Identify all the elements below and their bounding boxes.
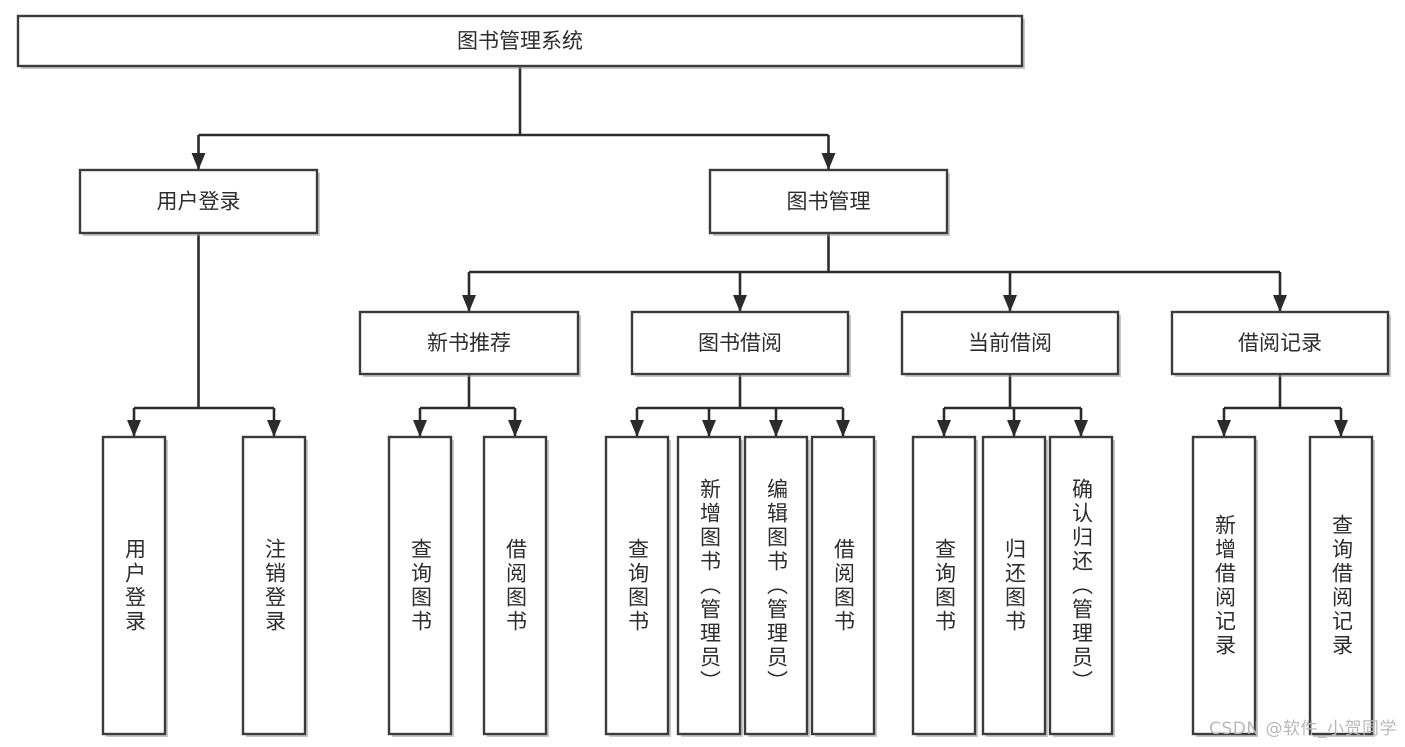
root-arrowhead-0 <box>191 153 206 170</box>
connector-layer <box>127 66 1348 437</box>
leaf-node-box-10[interactable] <box>1048 435 1114 736</box>
book-mgmt-arrowhead-1 <box>733 295 747 312</box>
new-book-arrowhead-0 <box>413 420 427 437</box>
watermark-text: CSDN @软件_小贺同学 <box>1209 719 1397 739</box>
level3-node-label-0: 新书推荐 <box>427 331 511 355</box>
leaf-node-box-5[interactable] <box>676 435 742 736</box>
level3-node-box-1[interactable] <box>630 310 850 376</box>
book-mgmt-arrowhead-2 <box>1003 295 1017 312</box>
level2-node-box-1[interactable] <box>708 168 949 235</box>
level3-node-box-3[interactable] <box>1170 310 1390 376</box>
level3-node-label-3: 借阅记录 <box>1238 331 1322 355</box>
user-login-arrowhead-0 <box>127 420 141 437</box>
user-login-arrowhead-1 <box>267 420 281 437</box>
leaf-node-box-0[interactable] <box>101 435 167 736</box>
leaf-node-box-6[interactable] <box>743 435 809 736</box>
current-borrow-arrowhead-2 <box>1074 420 1088 437</box>
leaf-node-box-2[interactable] <box>387 435 453 736</box>
book-borrow-arrowhead-0 <box>630 420 644 437</box>
leaf-node-box-8[interactable] <box>911 435 977 736</box>
current-borrow-arrowhead-1 <box>1007 420 1021 437</box>
leaf-node-box-7[interactable] <box>810 435 876 736</box>
level2-node-label-0: 用户登录 <box>157 190 241 214</box>
book-mgmt-arrowhead-0 <box>462 295 476 312</box>
leaf-node-box-11[interactable] <box>1191 435 1257 736</box>
level3-node-box-0[interactable] <box>358 310 580 376</box>
root-node-box[interactable] <box>16 14 1024 68</box>
leaf-node-box-9[interactable] <box>981 435 1047 736</box>
borrow-record-arrowhead-0 <box>1217 420 1231 437</box>
book-borrow-arrowhead-1 <box>702 420 716 437</box>
borrow-record-arrowhead-1 <box>1334 420 1348 437</box>
leaf-node-box-3[interactable] <box>482 435 548 736</box>
leaf-node-box-12[interactable] <box>1308 435 1374 736</box>
level3-node-box-2[interactable] <box>900 310 1120 376</box>
level3-node-label-1: 图书借阅 <box>698 331 782 355</box>
leaf-node-box-1[interactable] <box>241 435 307 736</box>
level3-node-label-2: 当前借阅 <box>968 331 1052 355</box>
new-book-arrowhead-1 <box>508 420 522 437</box>
root-node-label: 图书管理系统 <box>457 29 583 53</box>
level2-node-box-0[interactable] <box>78 168 319 235</box>
book-borrow-arrowhead-3 <box>836 420 850 437</box>
current-borrow-arrowhead-0 <box>937 420 951 437</box>
book-borrow-arrowhead-2 <box>769 420 783 437</box>
root-arrowhead-1 <box>821 153 836 170</box>
book-mgmt-arrowhead-3 <box>1273 295 1287 312</box>
leaf-node-box-4[interactable] <box>604 435 670 736</box>
node-box-layer <box>16 14 1391 737</box>
level2-node-label-1: 图书管理 <box>787 190 871 214</box>
